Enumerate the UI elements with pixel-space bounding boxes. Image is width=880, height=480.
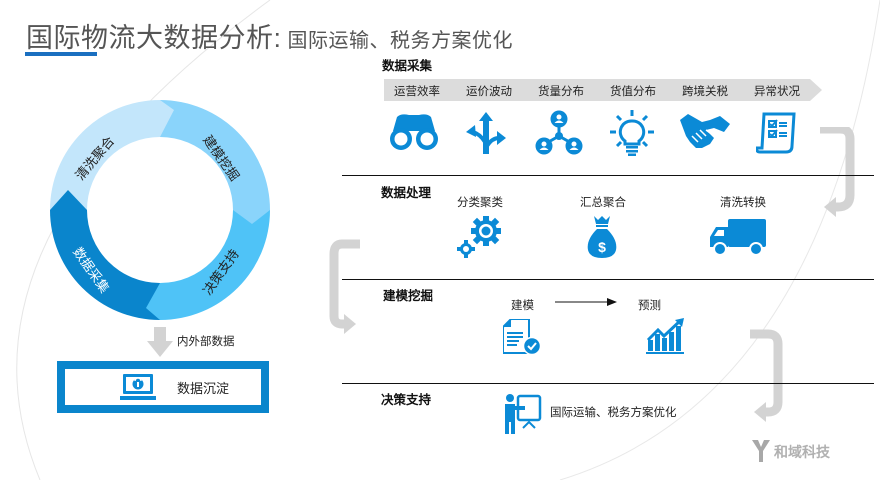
title-main: 国际物流大数据分析: [26,23,282,53]
svg-text:$: $ [598,239,606,255]
banner-item-customs: 跨境关税 [682,86,728,98]
connector-arrow-left [329,239,360,334]
banner-item-exceptions: 异常状况 [754,86,800,98]
section-title-decision: 决策支持 [381,393,432,407]
presenter-icon [505,394,542,434]
brand-y-icon [752,440,770,462]
money-bag-icon: $ [587,216,617,258]
brand-name: 和域科技 [774,444,830,460]
checklist-icon [756,112,796,154]
ring-arrowhead-left [50,190,87,210]
connector-arrow-right-1 [820,127,855,217]
section-title-processing: 数据处理 [381,186,432,200]
document-check-icon [503,319,541,355]
banner-item-volume: 货量分布 [538,86,584,98]
process-arrow-icon [555,298,617,306]
handshake-icon [680,114,730,148]
secure-monitor-icon [120,374,156,400]
connector-arrow-right-2 [750,329,783,422]
split-arrows-icon [466,112,506,154]
processing-label-aggregate: 汇总聚合 [580,197,626,209]
ring-segment-modeling [160,100,270,210]
gears-icon [457,216,501,258]
section-title-modeling: 建模挖掘 [383,289,434,303]
data-sink-box: 数据沉淀 [57,361,269,413]
ring-segment-decision [160,210,270,320]
ring-segment-cleaning [50,100,160,210]
decision-label: 国际运输、税务方案优化 [550,407,677,419]
title-subtitle: 国际运输、税务方案优化 [287,30,514,52]
processing-label-clean: 清洗转换 [720,197,766,209]
collection-banner [384,79,822,101]
down-arrow-icon [147,327,173,357]
cycle-ring-graphic [50,100,270,320]
modeling-label-build: 建模 [511,300,534,312]
binoculars-icon [390,114,438,150]
network-users-icon [535,110,583,155]
sink-arrow-label: 内外部数据 [177,336,235,348]
ring-segment-collection [50,210,160,320]
ring-arrowhead-right [233,210,270,224]
sink-label: 数据沉淀 [177,381,230,396]
banner-item-efficiency: 运营效率 [394,86,440,98]
ring-arrowhead-bottom [146,283,160,320]
section-title-collection: 数据采集 [382,59,433,73]
page-title: 国际物流大数据分析:国际运输、税务方案优化 [26,16,513,55]
ring-arrowhead-top [160,100,174,137]
processing-label-classify: 分类聚类 [457,197,503,209]
cycle-ring: 清洗聚合 建模挖掘 决策支持 数据采集 [50,100,270,320]
lightbulb-icon [610,110,654,156]
banner-item-freight-rate: 运价波动 [466,86,512,98]
modeling-label-predict: 预测 [638,300,661,312]
banner-item-value: 货值分布 [610,86,656,98]
truck-icon [710,219,766,255]
divider-line [342,175,874,176]
title-underline [25,52,97,56]
divider-line [342,383,874,384]
divider-line [342,279,874,280]
growth-chart-icon [646,318,684,354]
